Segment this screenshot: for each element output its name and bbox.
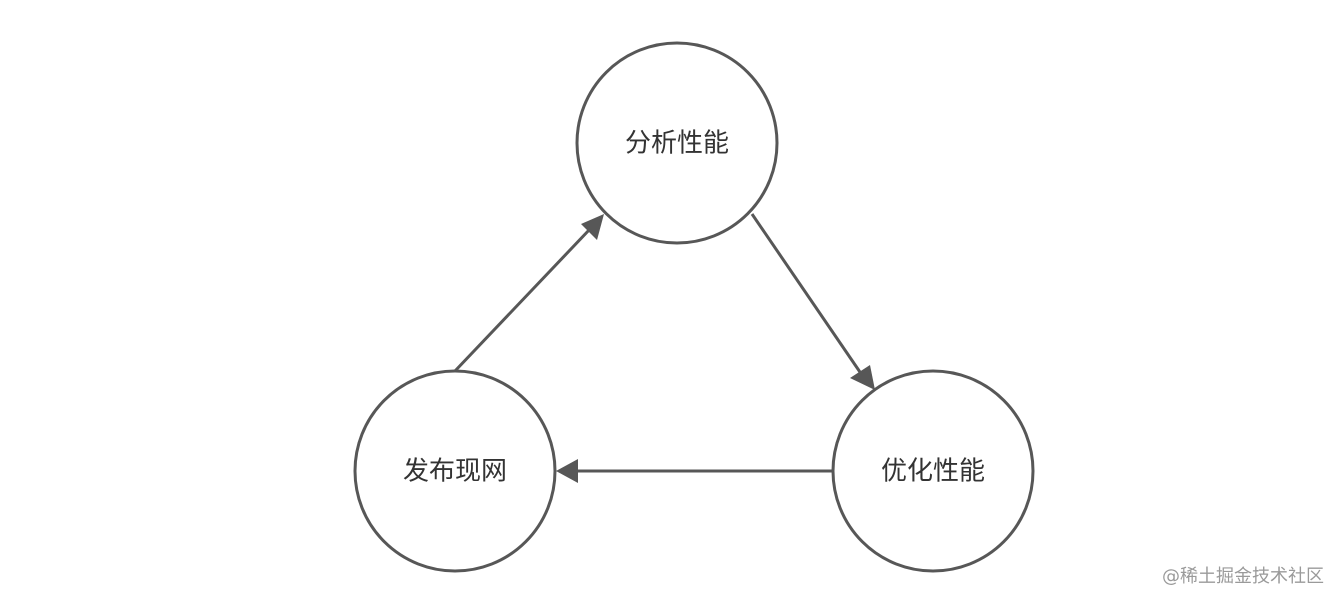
node-analyze: 分析性能 [575, 41, 779, 245]
node-optimize-label: 优化性能 [881, 457, 985, 487]
edge-analyze-to-optimize [750, 213, 864, 376]
node-analyze-label: 分析性能 [625, 129, 729, 159]
edge-release-to-analyze [453, 227, 592, 373]
node-release: 发布现网 [353, 369, 557, 573]
node-release-label: 发布现网 [403, 457, 507, 487]
node-release-circle [353, 369, 557, 573]
node-analyze-circle [575, 41, 779, 245]
watermark: @稀土掘金技术社区 [1162, 566, 1324, 587]
arrowhead-optimize-to-release [556, 459, 578, 483]
edges [453, 213, 875, 483]
arrowhead-release-to-analyze [581, 214, 604, 240]
arrowhead-analyze-to-optimize [850, 365, 875, 390]
node-optimize: 优化性能 [831, 369, 1035, 573]
node-optimize-circle [831, 369, 1035, 573]
